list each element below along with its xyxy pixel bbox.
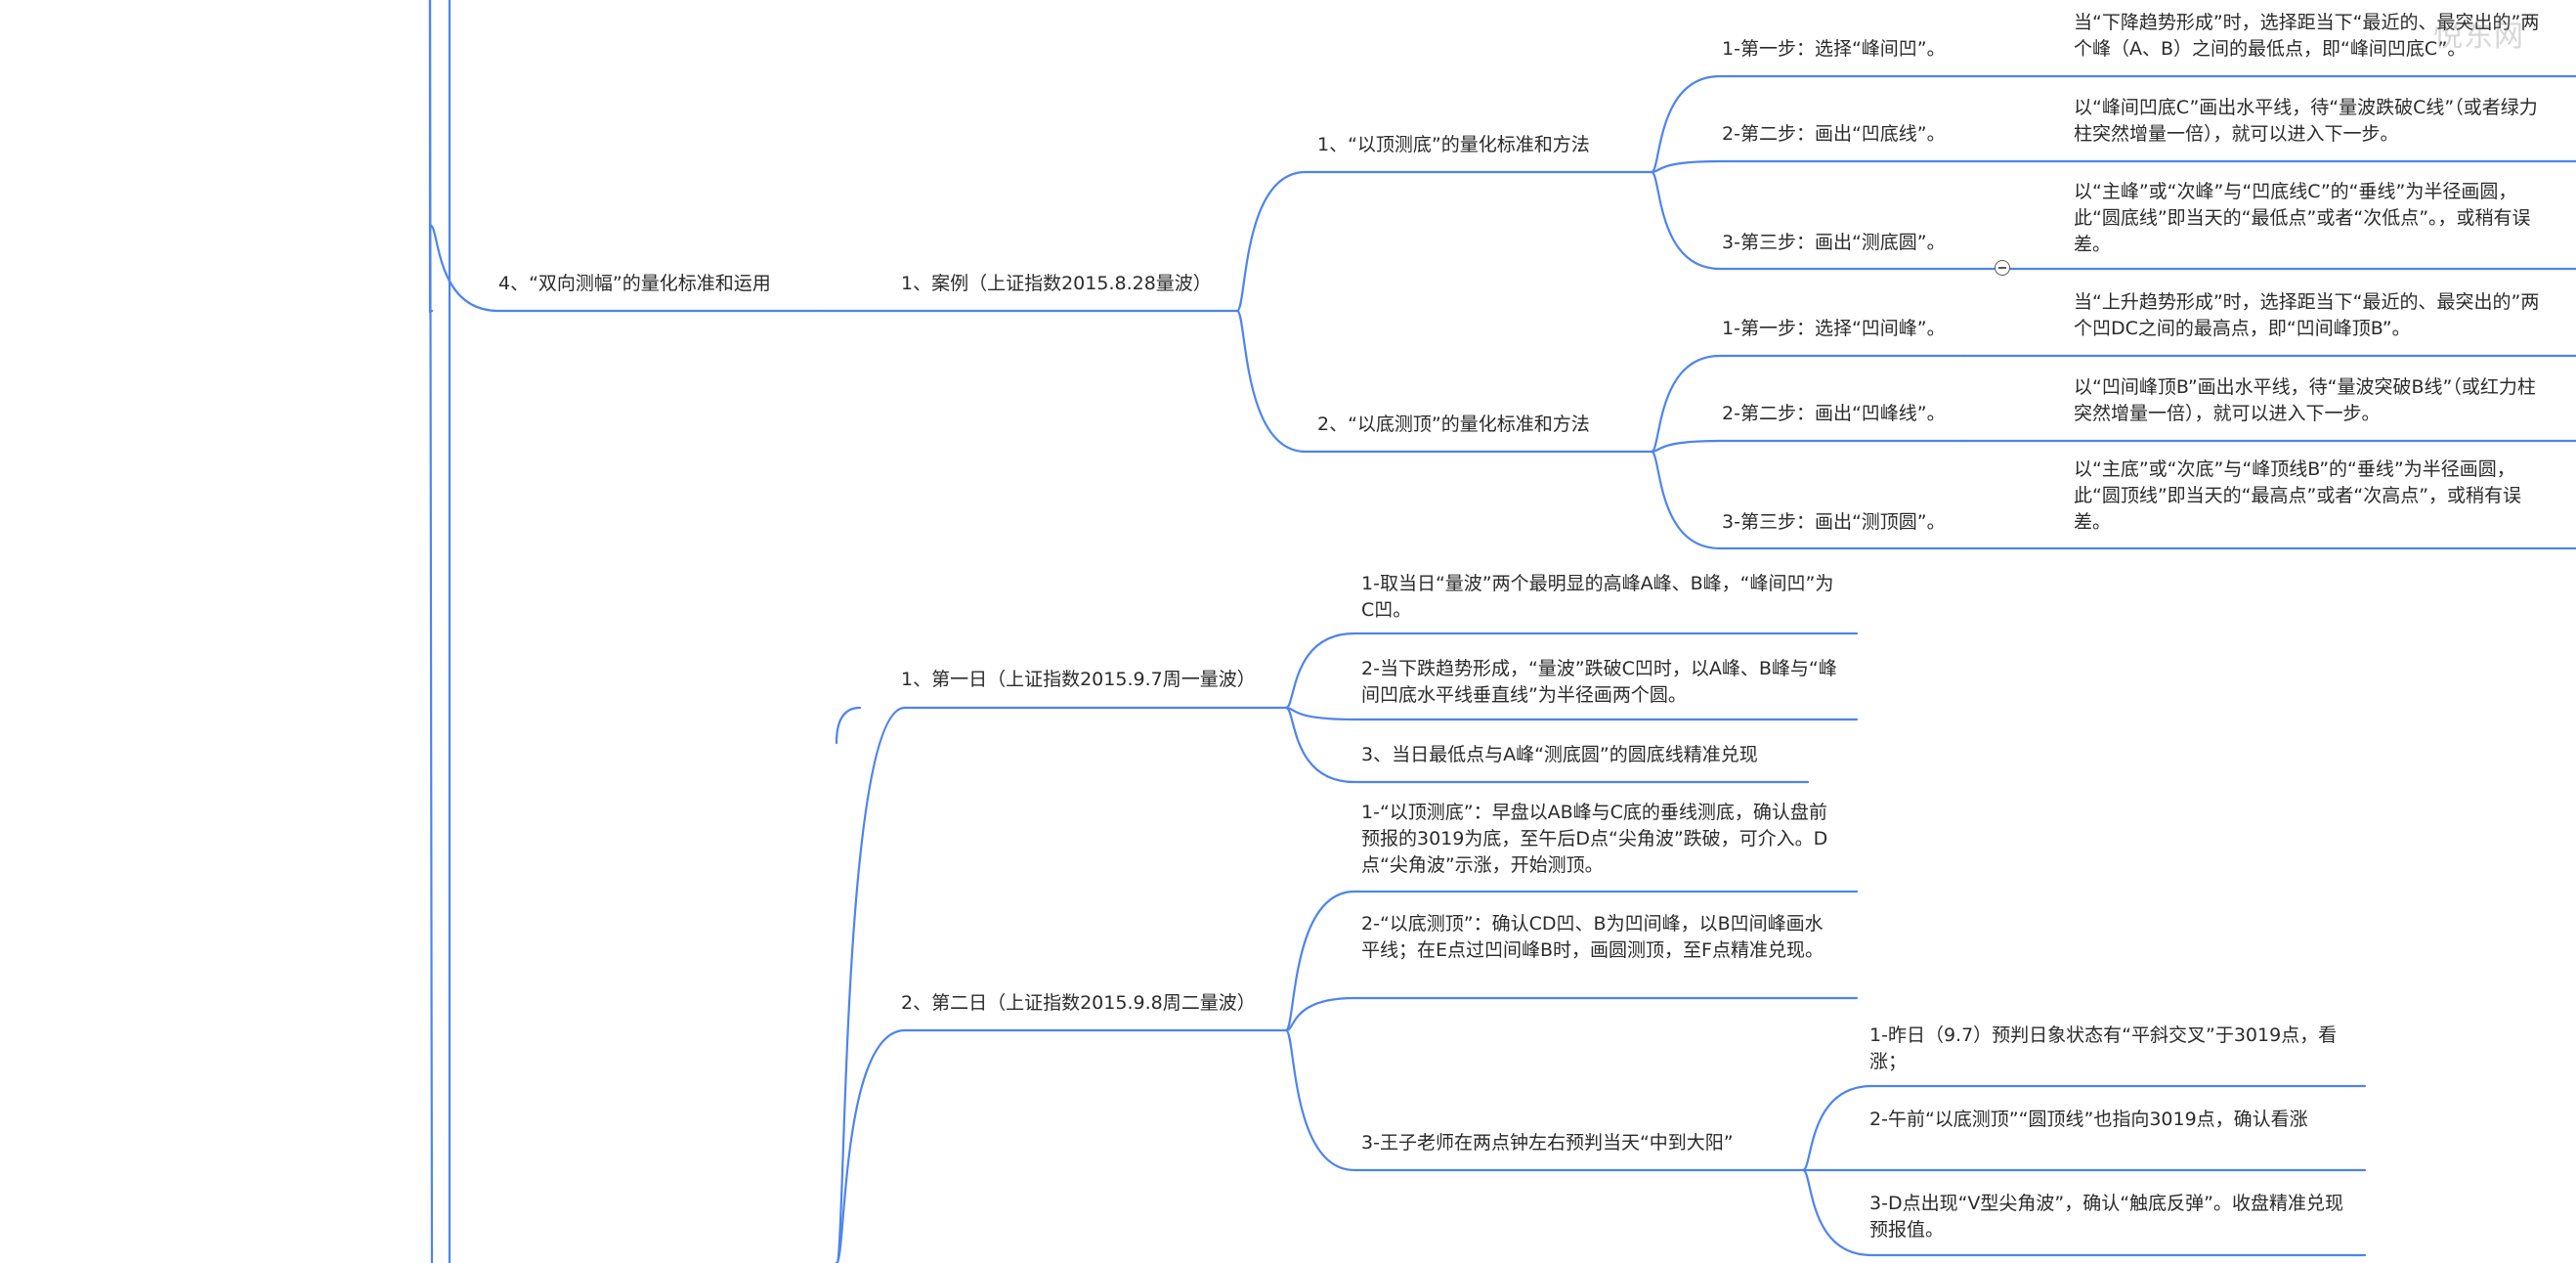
node-bt-step1-detail[interactable]: 当“上升趋势形成”时，选择距当下“最近的、最突出的”两个凹DC之间的最高点，即“… — [2074, 291, 2540, 339]
link-trunk-day1 — [835, 706, 1288, 1263]
link-d2c3 — [1801, 1168, 2367, 1257]
node-day1-item1[interactable]: 1-取当日“量波”两个最明显的高峰A峰、B峰，“峰间凹”为C凹。 — [1361, 573, 1834, 621]
link-trunk-n4 — [428, 223, 823, 313]
node-day2-item3-sub3[interactable]: 3-D点出现“V型尖角波”，确认“触底反弹”。收盘精准兑现预报值。 — [1869, 1193, 2343, 1241]
node-bt-step2[interactable]: 2-第二步：画出“凹峰线”。 — [1722, 403, 1946, 424]
node-bt-step2-detail[interactable]: 以“凹间峰顶B”画出水平线，待“量波突破B线”（或红力柱突然增量一倍），就可以进… — [2074, 376, 2536, 424]
link-bt3 — [1650, 450, 1966, 550]
node-tb-step1-detail[interactable]: 当“下降趋势形成”时，选择距当下“最近的、最突出的”两个峰（A、B）之间的最低点… — [2074, 12, 2540, 60]
node-day2-item2[interactable]: 2-“以底测顶”：确认CD凹、B为凹间峰，以B凹间峰画水平线；在E点过凹间峰B时… — [1361, 913, 1824, 961]
node-tb-step3[interactable]: 3-第三步：画出“测底圆”。 — [1722, 232, 1946, 253]
node-top-to-bottom[interactable]: 1、“以顶测底”的量化标准和方法 — [1317, 134, 1590, 155]
node-bt-step3[interactable]: 3-第三步：画出“测顶圆”。 — [1722, 511, 1946, 533]
node-tb-step2[interactable]: 2-第二步：画出“凹底线”。 — [1722, 123, 1946, 145]
node-day2-item3[interactable]: 3-王子老师在两点钟左右预判当天“中到大阳” — [1361, 1132, 1734, 1154]
link-d1b — [1284, 706, 1859, 721]
node-double-measure[interactable]: 4、“双向测幅”的量化标准和运用 — [498, 273, 771, 294]
node-bottom-to-top[interactable]: 2、“以底测顶”的量化标准和方法 — [1317, 414, 1590, 435]
link-trunk-day2 — [835, 1028, 1288, 1263]
watermark-logo: 悦东网 — [2433, 20, 2524, 54]
node-day1[interactable]: 1、第一日（上证指数2015.9.7周一量波） — [901, 669, 1256, 690]
node-bt-step3-detail[interactable]: 以“主底”或“次底”与“峰顶线B”的“垂线”为半径画圆，此“圆顶线”即当天的“最… — [2074, 458, 2522, 533]
link-d2a — [1284, 890, 1859, 1032]
node-tb-step3-detail[interactable]: 以“主峰”或“次峰”与“凹底线C”的“垂线”为半径画圆，此“圆底线”即当天的“最… — [2074, 181, 2531, 255]
link-bt2 — [1650, 439, 1966, 454]
node-tb-step2-detail[interactable]: 以“峰间凹底C”画出水平线，待“量波跌破C线”（或者绿力柱突然增量一倍），就可以… — [2074, 97, 2538, 145]
node-day1-item2[interactable]: 2-当下跌趋势形成，“量波”跌破C凹时，以A峰、B峰与“峰间凹底水平线垂直线”为… — [1361, 658, 1837, 706]
link-tb1 — [1650, 74, 1966, 174]
link-d2c — [1284, 1028, 1805, 1172]
link-d2b — [1284, 996, 1859, 1032]
link-case-bottom — [1235, 309, 1653, 454]
node-day1-item3[interactable]: 3、当日最低点与A峰“测底圆”的圆底线精准兑现 — [1361, 744, 1758, 765]
link-tb2 — [1650, 159, 1966, 174]
link-bt1 — [1650, 354, 1966, 454]
collapse-toggle-icon[interactable] — [1995, 260, 2010, 276]
node-bt-step1[interactable]: 1-第一步：选择“凹间峰”。 — [1722, 318, 1946, 339]
link-tb3 — [1650, 170, 1966, 271]
link-case-top — [1235, 170, 1653, 313]
trunk-left-line — [428, 0, 434, 1263]
link-d2c1 — [1801, 1084, 2367, 1172]
node-day2[interactable]: 2、第二日（上证指数2015.9.8周二量波） — [901, 992, 1256, 1014]
node-tb-step1[interactable]: 1-第一步：选择“峰间凹”。 — [1722, 38, 1946, 60]
link-d1a — [1284, 632, 1859, 710]
node-case[interactable]: 1、案例（上证指数2015.8.28量波） — [901, 273, 1212, 294]
node-day2-item3-sub2[interactable]: 2-午前“以底测顶”“圆顶线”也指向3019点，确认看涨 — [1869, 1109, 2308, 1130]
node-day2-item1[interactable]: 1-“以顶测底”：早盘以AB峰与C底的垂线测底，确认盘前预报的3019为底，至午… — [1361, 802, 1828, 876]
link-trunk-day1-top — [835, 706, 862, 745]
link-d1c — [1284, 706, 1810, 784]
node-day2-item3-sub1[interactable]: 1-昨日（9.7）预判日象状态有“平斜交叉”于3019点，看涨； — [1869, 1024, 2338, 1072]
